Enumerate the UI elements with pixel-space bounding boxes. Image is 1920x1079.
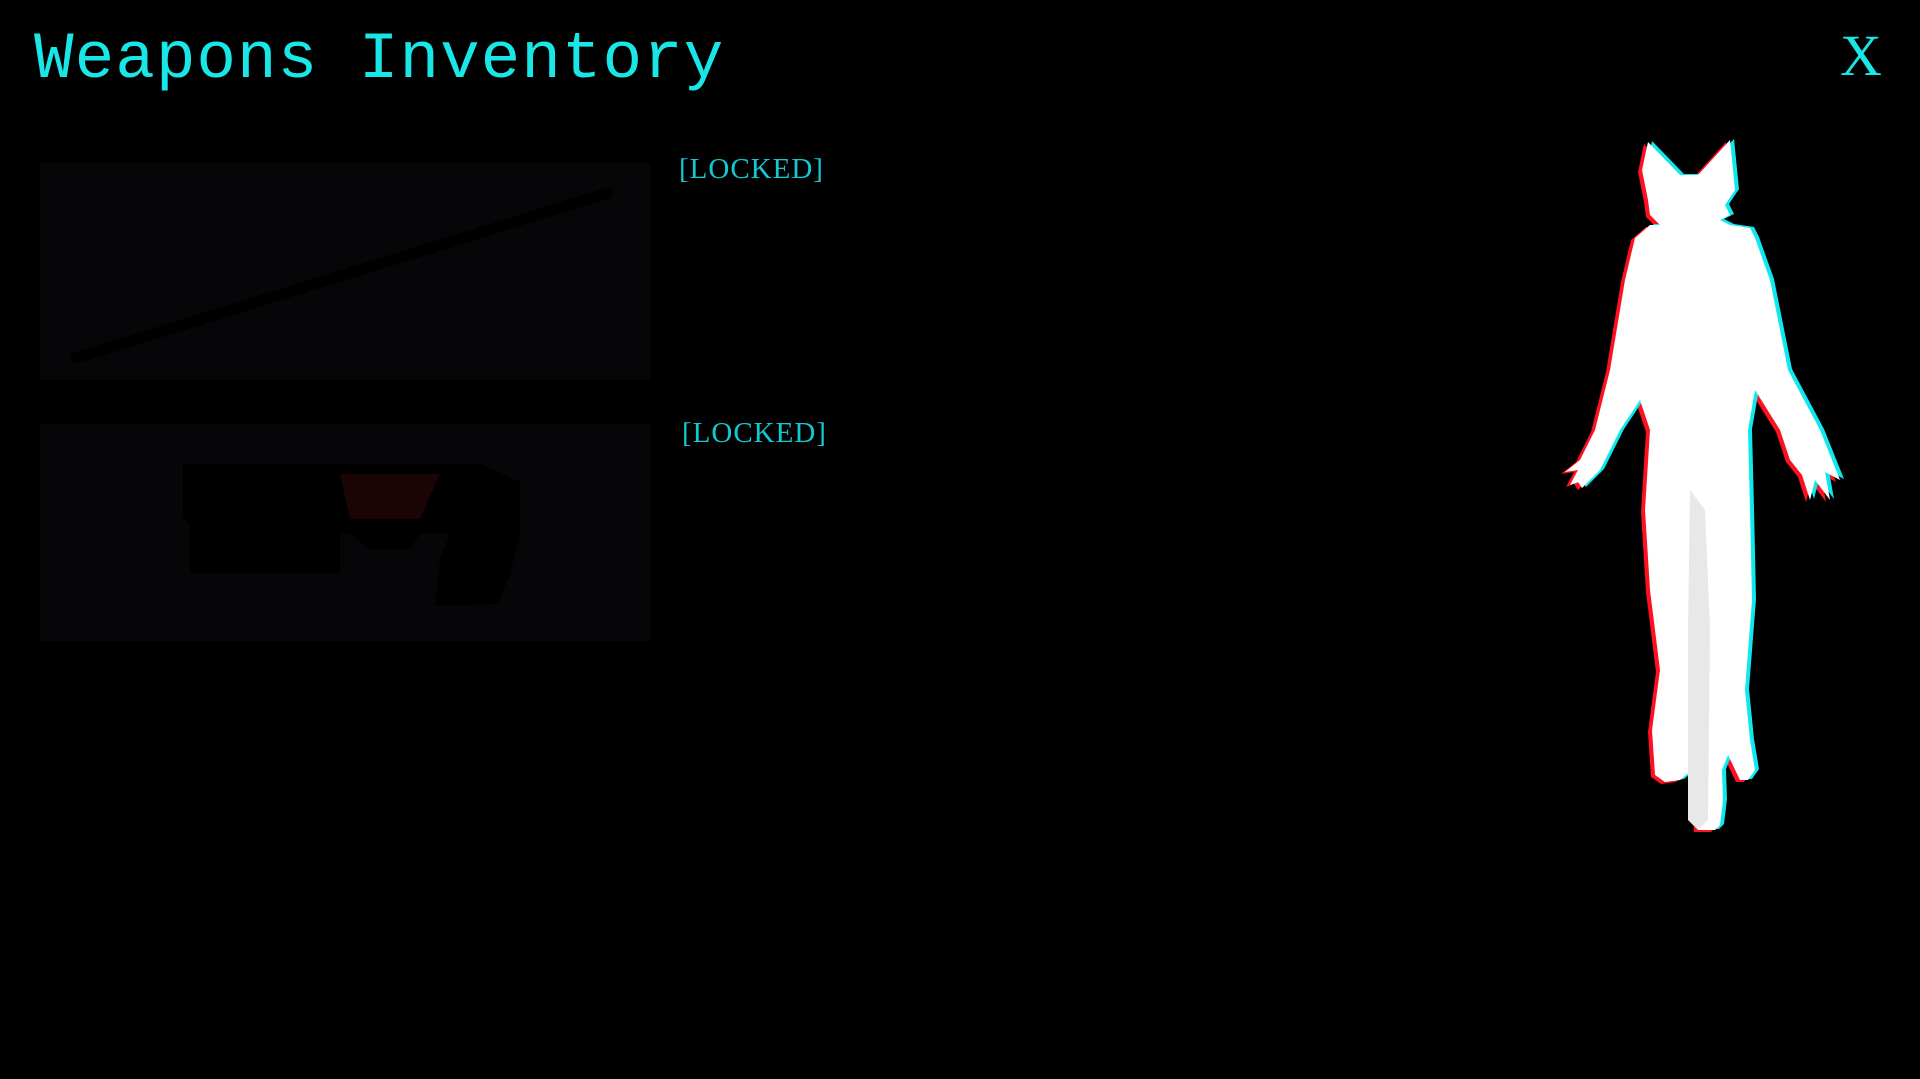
staff-icon (70, 187, 614, 364)
weapon-status-locked: [LOCKED] (682, 417, 827, 449)
weapon-slot-pistol[interactable] (40, 424, 650, 641)
pistol-icon (183, 464, 520, 606)
weapon-status-locked: [LOCKED] (679, 153, 824, 185)
close-button[interactable]: X (1840, 23, 1882, 88)
page-title: Weapons Inventory (34, 22, 725, 97)
character-silhouette (1561, 139, 1844, 832)
weapon-slot-staff[interactable] (40, 163, 650, 380)
